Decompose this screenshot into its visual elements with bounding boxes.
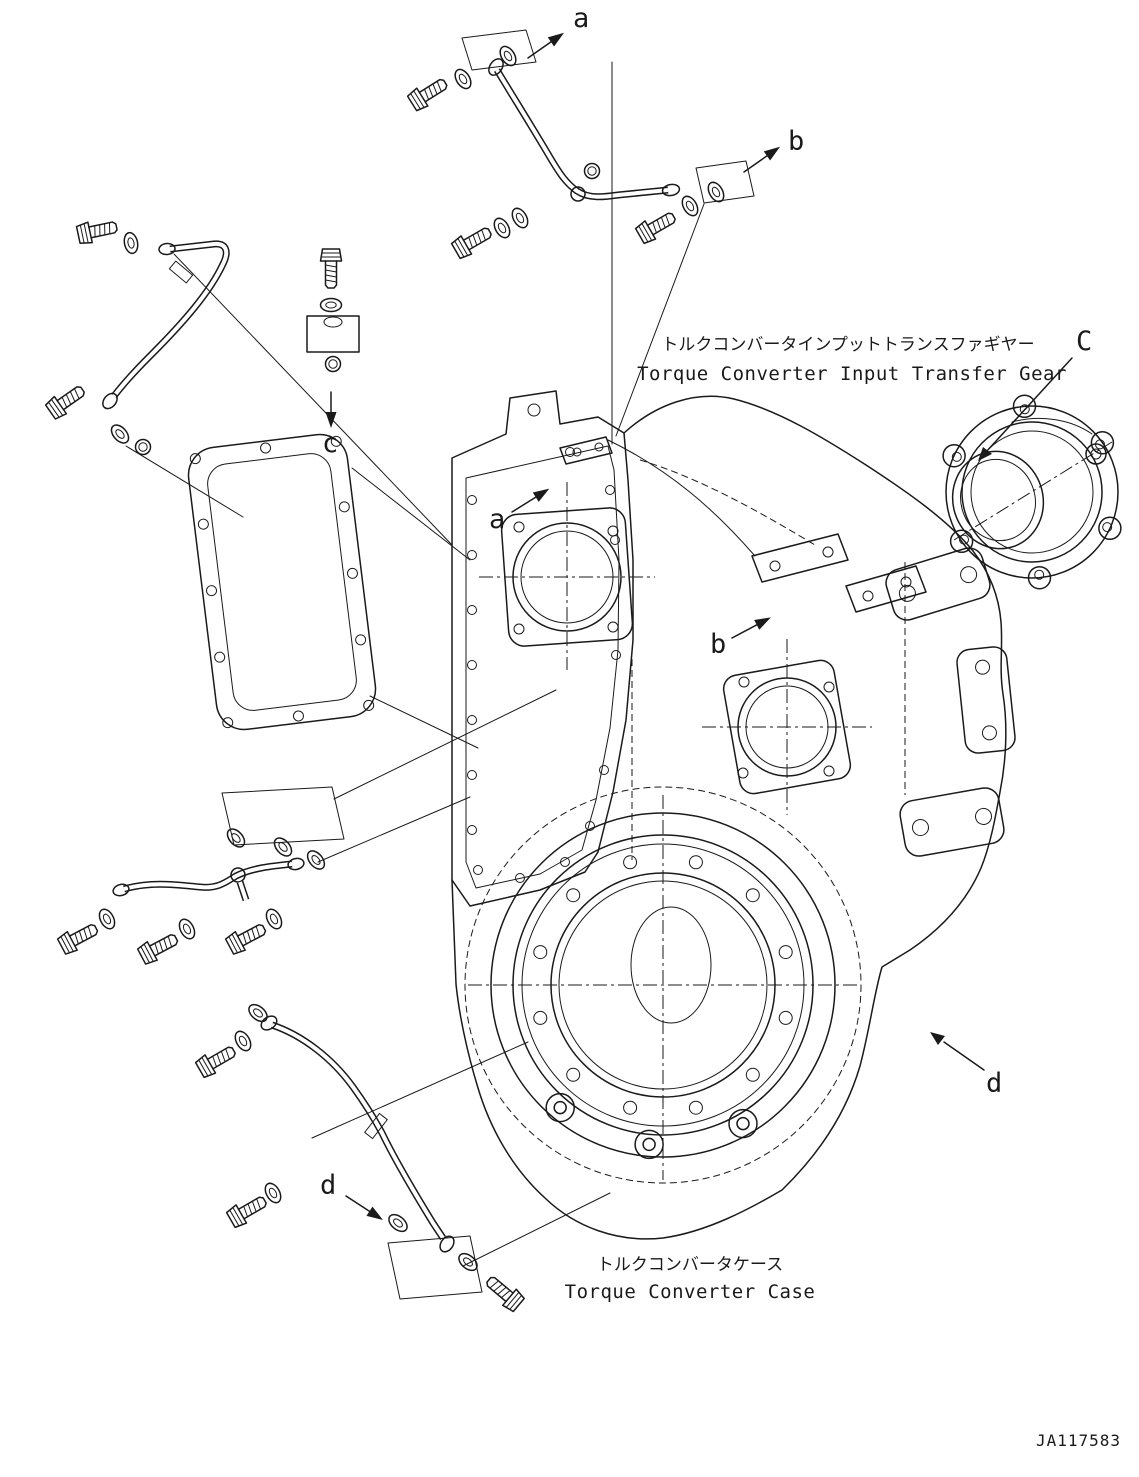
callout-label-a-case: a	[489, 504, 505, 535]
transfer-gear-housing	[942, 394, 1122, 590]
hex-bolt	[135, 928, 182, 967]
converter-bore	[464, 786, 862, 1184]
hex-bolt	[43, 380, 90, 422]
washer	[455, 1249, 481, 1275]
callout-label-d-bottom: d	[320, 1170, 336, 1201]
washer	[231, 1027, 255, 1055]
callout-arrows	[325, 27, 1073, 1226]
washer	[508, 204, 532, 232]
washer	[245, 1000, 271, 1026]
washer	[385, 1210, 411, 1236]
callout-label-a-top: a	[573, 3, 589, 34]
side-mounting-pads	[885, 547, 1016, 857]
oil-pipe-assembly-mid	[55, 689, 557, 967]
gasket	[187, 433, 377, 731]
hex-bolt	[319, 248, 343, 289]
washer	[303, 847, 329, 873]
callout-label-C-right: C	[1076, 326, 1092, 357]
callout-arrow-C-right	[978, 357, 1073, 461]
hex-bolt	[193, 1040, 240, 1080]
callout-label-b-case: b	[710, 629, 726, 660]
bore-b	[702, 639, 872, 815]
washer	[490, 214, 514, 242]
bore-a	[479, 482, 655, 670]
washer	[121, 230, 141, 256]
drawing-number: JA117583	[1036, 1431, 1121, 1450]
o-ring	[583, 162, 601, 180]
washer	[95, 905, 119, 933]
part-label-case-jp: トルクコンバータケース	[597, 1255, 783, 1275]
callout-label-b-top: b	[788, 126, 804, 157]
hex-bolt	[75, 215, 120, 246]
part-label-case-en: Torque Converter Case	[565, 1281, 816, 1303]
hex-bolt	[481, 1271, 527, 1314]
hex-bolt	[449, 221, 496, 261]
washer	[678, 192, 702, 220]
oil-pipe-assembly-top	[405, 29, 755, 445]
washer	[262, 905, 286, 933]
hex-bolt	[405, 73, 452, 114]
washer	[270, 834, 296, 860]
callout-label-d-right: d	[986, 1068, 1002, 1099]
callout-arrow-d-right	[930, 1032, 985, 1071]
washer	[175, 915, 199, 943]
oil-pipe-assembly-left	[43, 215, 479, 749]
callout-arrow-d-bottom	[342, 1190, 387, 1226]
oil-pipe-assembly-bottom	[193, 1000, 611, 1314]
o-ring	[134, 438, 152, 456]
hex-bolt	[633, 206, 680, 246]
hex-bolt	[224, 1190, 271, 1230]
callout-arrow-c-left	[325, 391, 337, 428]
top-mounting-rails	[559, 436, 927, 613]
hex-bolt	[223, 918, 270, 957]
washer	[319, 297, 343, 313]
hex-bolt	[55, 918, 102, 957]
part-label-transfer-gear-en: Torque Converter Input Transfer Gear	[637, 363, 1067, 385]
callout-arrow-b-top	[740, 141, 784, 178]
washer	[223, 825, 249, 851]
torque-converter-case	[451, 390, 1016, 1240]
o-ring	[324, 355, 342, 373]
callout-arrow-b-case	[728, 611, 775, 644]
washer	[451, 65, 475, 93]
callout-label-c-left: c	[322, 428, 338, 459]
face-bolt-holes	[467, 447, 621, 883]
part-label-transfer-gear-jp: トルクコンバータインプットトランスファギヤー	[661, 335, 1034, 355]
washer	[107, 421, 133, 447]
